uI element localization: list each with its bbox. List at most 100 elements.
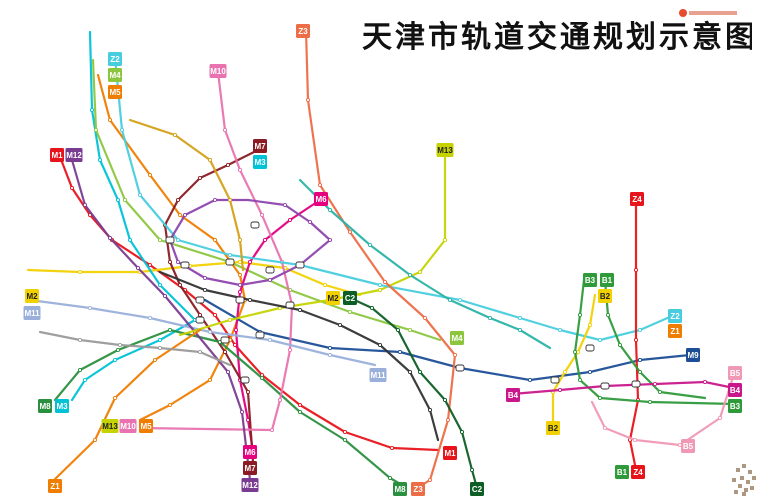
station-dot [452, 352, 458, 358]
interchange-station [600, 382, 610, 390]
station-dot [202, 275, 208, 281]
line-badge-m6: M6 [243, 445, 257, 459]
station-dot [337, 322, 343, 328]
line-badge-text: M10 [120, 422, 136, 431]
station-dot [147, 315, 153, 321]
station-dot [342, 429, 348, 435]
line-badge-text: Z3 [298, 27, 308, 36]
interchange-station [250, 221, 260, 229]
station-dot [427, 407, 433, 413]
route-line-b4 [510, 380, 736, 396]
line-badge-text: B3 [730, 402, 741, 411]
station-dot [387, 475, 393, 481]
station-dot [172, 132, 178, 138]
line-badge-text: B4 [508, 391, 519, 400]
route-line-z3 [304, 28, 457, 490]
line-badge-m4: M4 [108, 68, 122, 82]
route-line-z4 [628, 198, 640, 472]
station-dot [237, 272, 243, 278]
station-dot [602, 425, 608, 431]
station-dot [395, 327, 401, 333]
station-dot [407, 327, 413, 333]
line-badge-text: M10 [210, 67, 226, 76]
station-dot [297, 402, 303, 408]
station-dot [422, 315, 428, 321]
station-dot [442, 237, 448, 243]
corner-tree-graphic [732, 464, 756, 496]
station-dot [297, 307, 303, 313]
line-badge-m12: M12 [241, 478, 259, 492]
line-badge-text: Z1 [670, 327, 680, 336]
station-dot [652, 381, 658, 387]
station-dot [89, 107, 95, 113]
line-badge-c2: C2 [343, 291, 357, 305]
line-badge-m7: M7 [253, 139, 267, 153]
station-dot [122, 197, 128, 203]
route-line-x5 [38, 330, 232, 367]
station-dot [605, 312, 611, 318]
route-line-b5 [590, 372, 736, 447]
station-dot [517, 327, 523, 333]
station-dot [369, 305, 375, 311]
station-dot [92, 437, 98, 443]
station-dot [175, 259, 181, 265]
station-dot [222, 127, 228, 133]
route-line-x4 [298, 178, 552, 350]
station-dot [237, 237, 243, 243]
line-badge-m11: M11 [369, 368, 387, 382]
station-dot [127, 237, 133, 243]
station-dot [167, 402, 173, 408]
station-dot [237, 282, 243, 288]
line-badge-text: B2 [548, 424, 559, 433]
station-dot [269, 427, 275, 433]
line-badge-text: M7 [254, 142, 266, 151]
route-line-b1 [603, 278, 707, 400]
station-dot [307, 219, 313, 225]
station-dot [287, 217, 293, 223]
station-dot [82, 202, 88, 208]
line-badge-text: Z2 [110, 55, 120, 64]
line-badge-text: M1 [51, 151, 63, 160]
station-dot [225, 162, 231, 168]
line-badge-text: C2 [472, 485, 483, 494]
station-dot [197, 349, 203, 355]
station-dot [327, 237, 333, 243]
station-dot [177, 282, 183, 288]
line-badge-b1: B1 [600, 273, 614, 287]
line-badge-text: Z3 [413, 485, 423, 494]
line-badge-m13: M13 [436, 143, 454, 157]
station-dot [517, 315, 523, 321]
line-badge-m9: M9 [686, 348, 700, 362]
station-dot [327, 345, 333, 351]
station-dot [115, 197, 121, 203]
route-line-z1 [50, 328, 202, 484]
line-badge-b4: B4 [506, 388, 520, 402]
map-title: 天津市轨道交通规划示意图 [362, 20, 752, 52]
interchange-station [265, 266, 275, 274]
station-dot [157, 237, 163, 243]
interchange-station [195, 316, 205, 324]
line-badge-text: B5 [730, 369, 741, 378]
station-dot [557, 327, 563, 333]
station-dot [637, 369, 643, 375]
station-dot [459, 429, 465, 435]
line-badge-m11: M11 [23, 306, 41, 320]
line-badge-text: M5 [109, 88, 121, 97]
line-badge-z4: Z4 [631, 465, 645, 479]
station-dot [457, 297, 463, 303]
station-dot [389, 445, 395, 451]
station-dot [287, 347, 293, 353]
line-badge-b2: B2 [598, 289, 612, 303]
station-dot [162, 293, 168, 299]
interchange-station [235, 296, 245, 304]
line-badge-text: M6 [244, 448, 256, 457]
station-dot [377, 287, 383, 293]
station-dot [167, 327, 173, 333]
station-dot [119, 127, 125, 133]
station-dot [447, 297, 453, 303]
station-dot [227, 317, 233, 323]
station-dot [167, 259, 173, 265]
station-dot [377, 282, 383, 288]
station-dot [442, 397, 448, 403]
route-line-m10 [138, 70, 294, 432]
